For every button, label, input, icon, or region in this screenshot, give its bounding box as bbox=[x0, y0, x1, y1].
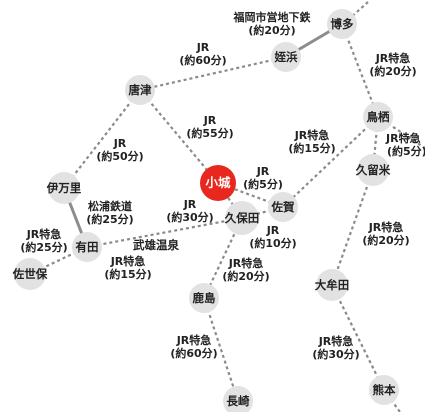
station-hakata[interactable]: 博多 bbox=[331, 17, 354, 31]
route-label-karatsu-imari-line: JR bbox=[113, 137, 127, 150]
node-ogi bbox=[200, 165, 236, 201]
station-labels: 博多 姪浜 唐津 鳥栖 久留米 小城 佐賀 久保田 伊万里 有田 佐世保 武雄温… bbox=[12, 17, 396, 408]
route-label-ogi-kubota-line: JR bbox=[183, 198, 197, 211]
route-label-tosu-saga-time: (約15分) bbox=[288, 141, 335, 155]
route-label-takeo-arita-time: (約15分) bbox=[104, 267, 151, 281]
route-label-imari-arita-line: 松浦鉄道 bbox=[88, 199, 132, 213]
route-label-karatsu-ogi-time: (約55分) bbox=[186, 126, 233, 140]
route-label-kubota-kashima-line: JR特急 bbox=[228, 256, 264, 270]
station-kashima[interactable]: 鹿島 bbox=[193, 291, 216, 305]
route-label-arita-sasebo-time: (約25分) bbox=[20, 240, 67, 254]
route-label-tosu-kurume-line: JR特急 bbox=[385, 131, 421, 145]
node-nagasaki bbox=[223, 386, 253, 412]
node-tosu bbox=[363, 102, 393, 132]
line-kashima-nagasaki bbox=[202, 297, 240, 402]
station-kurume[interactable]: 久留米 bbox=[355, 163, 391, 177]
route-label-omuta-kumamoto-line: JR特急 bbox=[318, 334, 354, 348]
route-label-kubota-kashima-time: (約20分) bbox=[222, 269, 269, 283]
line-karatsu-imari bbox=[63, 89, 141, 189]
station-kumamoto[interactable]: 熊本 bbox=[373, 383, 396, 397]
line-tosu-saga bbox=[282, 116, 379, 208]
node-saga bbox=[268, 192, 298, 222]
line-kubota-arita bbox=[86, 216, 243, 249]
route-label-hakata-meinohama-line: 福岡市営地下鉄 bbox=[233, 10, 312, 24]
line-arita-sasebo bbox=[29, 246, 88, 275]
line-hakata-offmap bbox=[347, 1, 369, 21]
route-label-kurume-omuta-line: JR特急 bbox=[368, 220, 404, 234]
route-label-arita-sasebo-line: JR特急 bbox=[26, 227, 62, 241]
node-kumamoto bbox=[369, 375, 399, 405]
node-hakata bbox=[327, 9, 357, 39]
route-label-hakata-meinohama-time: (約20分) bbox=[248, 23, 295, 37]
node-kubota bbox=[225, 201, 259, 235]
route-label-meinohama-karatsu-line: JR bbox=[196, 41, 210, 54]
line-kurume-omuta bbox=[330, 169, 375, 286]
route-label-tosu-saga-line: JR特急 bbox=[294, 128, 330, 142]
node-kashima bbox=[189, 283, 219, 313]
route-label-saga-kubota-time: (約10分) bbox=[249, 236, 296, 250]
route-label-saga-kubota-line: JR bbox=[266, 224, 280, 237]
route-label-kashima-nagasaki-time: (約60分) bbox=[170, 346, 217, 360]
line-meinohama-karatsu bbox=[139, 55, 287, 92]
node-sasebo bbox=[14, 258, 46, 290]
route-label-karatsu-imari-time: (約50分) bbox=[96, 149, 143, 163]
route-label-kurume-omuta-time: (約20分) bbox=[362, 233, 409, 247]
route-label-ogi-saga-line: JR bbox=[256, 165, 270, 178]
station-saga[interactable]: 佐賀 bbox=[271, 200, 295, 214]
route-label-ogi-kubota-time: (約30分) bbox=[166, 210, 213, 224]
station-meinohama[interactable]: 姪浜 bbox=[274, 50, 298, 64]
route-label-hakata-tosu-time: (約20分) bbox=[369, 64, 416, 78]
station-tosu[interactable]: 鳥栖 bbox=[367, 110, 390, 124]
station-karatsu[interactable]: 唐津 bbox=[128, 83, 152, 97]
route-label-imari-arita-time: (約25分) bbox=[86, 212, 133, 226]
route-label-meinohama-karatsu-time: (約60分) bbox=[179, 53, 226, 67]
route-label-tosu-kurume-time: (約5分) bbox=[387, 144, 425, 158]
station-imari[interactable]: 伊万里 bbox=[46, 181, 82, 195]
station-omuta[interactable]: 大牟田 bbox=[315, 278, 350, 292]
line-karatsu-ogi bbox=[139, 89, 219, 184]
route-labels: 福岡市営地下鉄 (約20分) JR (約60分) JR特急 (約20分) JR … bbox=[20, 10, 425, 361]
node-arita bbox=[72, 232, 102, 262]
station-sasebo[interactable]: 佐世保 bbox=[12, 267, 48, 281]
station-kubota[interactable]: 久保田 bbox=[224, 211, 260, 225]
route-label-ogi-saga-time: (約5分) bbox=[243, 177, 283, 191]
line-omuta-kumamoto bbox=[331, 284, 385, 391]
station-nodes bbox=[14, 9, 399, 412]
node-karatsu bbox=[125, 75, 155, 105]
station-takeo[interactable]: 武雄温泉 bbox=[133, 238, 179, 252]
node-omuta bbox=[316, 269, 348, 301]
route-label-takeo-arita-line: JR特急 bbox=[110, 254, 146, 268]
route-label-hakata-tosu-line: JR特急 bbox=[375, 51, 411, 65]
station-arita[interactable]: 有田 bbox=[76, 240, 99, 254]
station-ogi[interactable]: 小城 bbox=[204, 175, 231, 190]
route-label-omuta-kumamoto-time: (約30分) bbox=[312, 347, 359, 361]
node-kurume bbox=[357, 154, 389, 186]
node-meinohama bbox=[271, 42, 301, 72]
line-hakata-tosu bbox=[340, 23, 380, 118]
node-imari bbox=[48, 172, 80, 204]
route-label-kashima-nagasaki-line: JR特急 bbox=[176, 333, 212, 347]
station-nagasaki[interactable]: 長崎 bbox=[227, 394, 250, 408]
route-label-karatsu-ogi-line: JR bbox=[203, 114, 217, 127]
